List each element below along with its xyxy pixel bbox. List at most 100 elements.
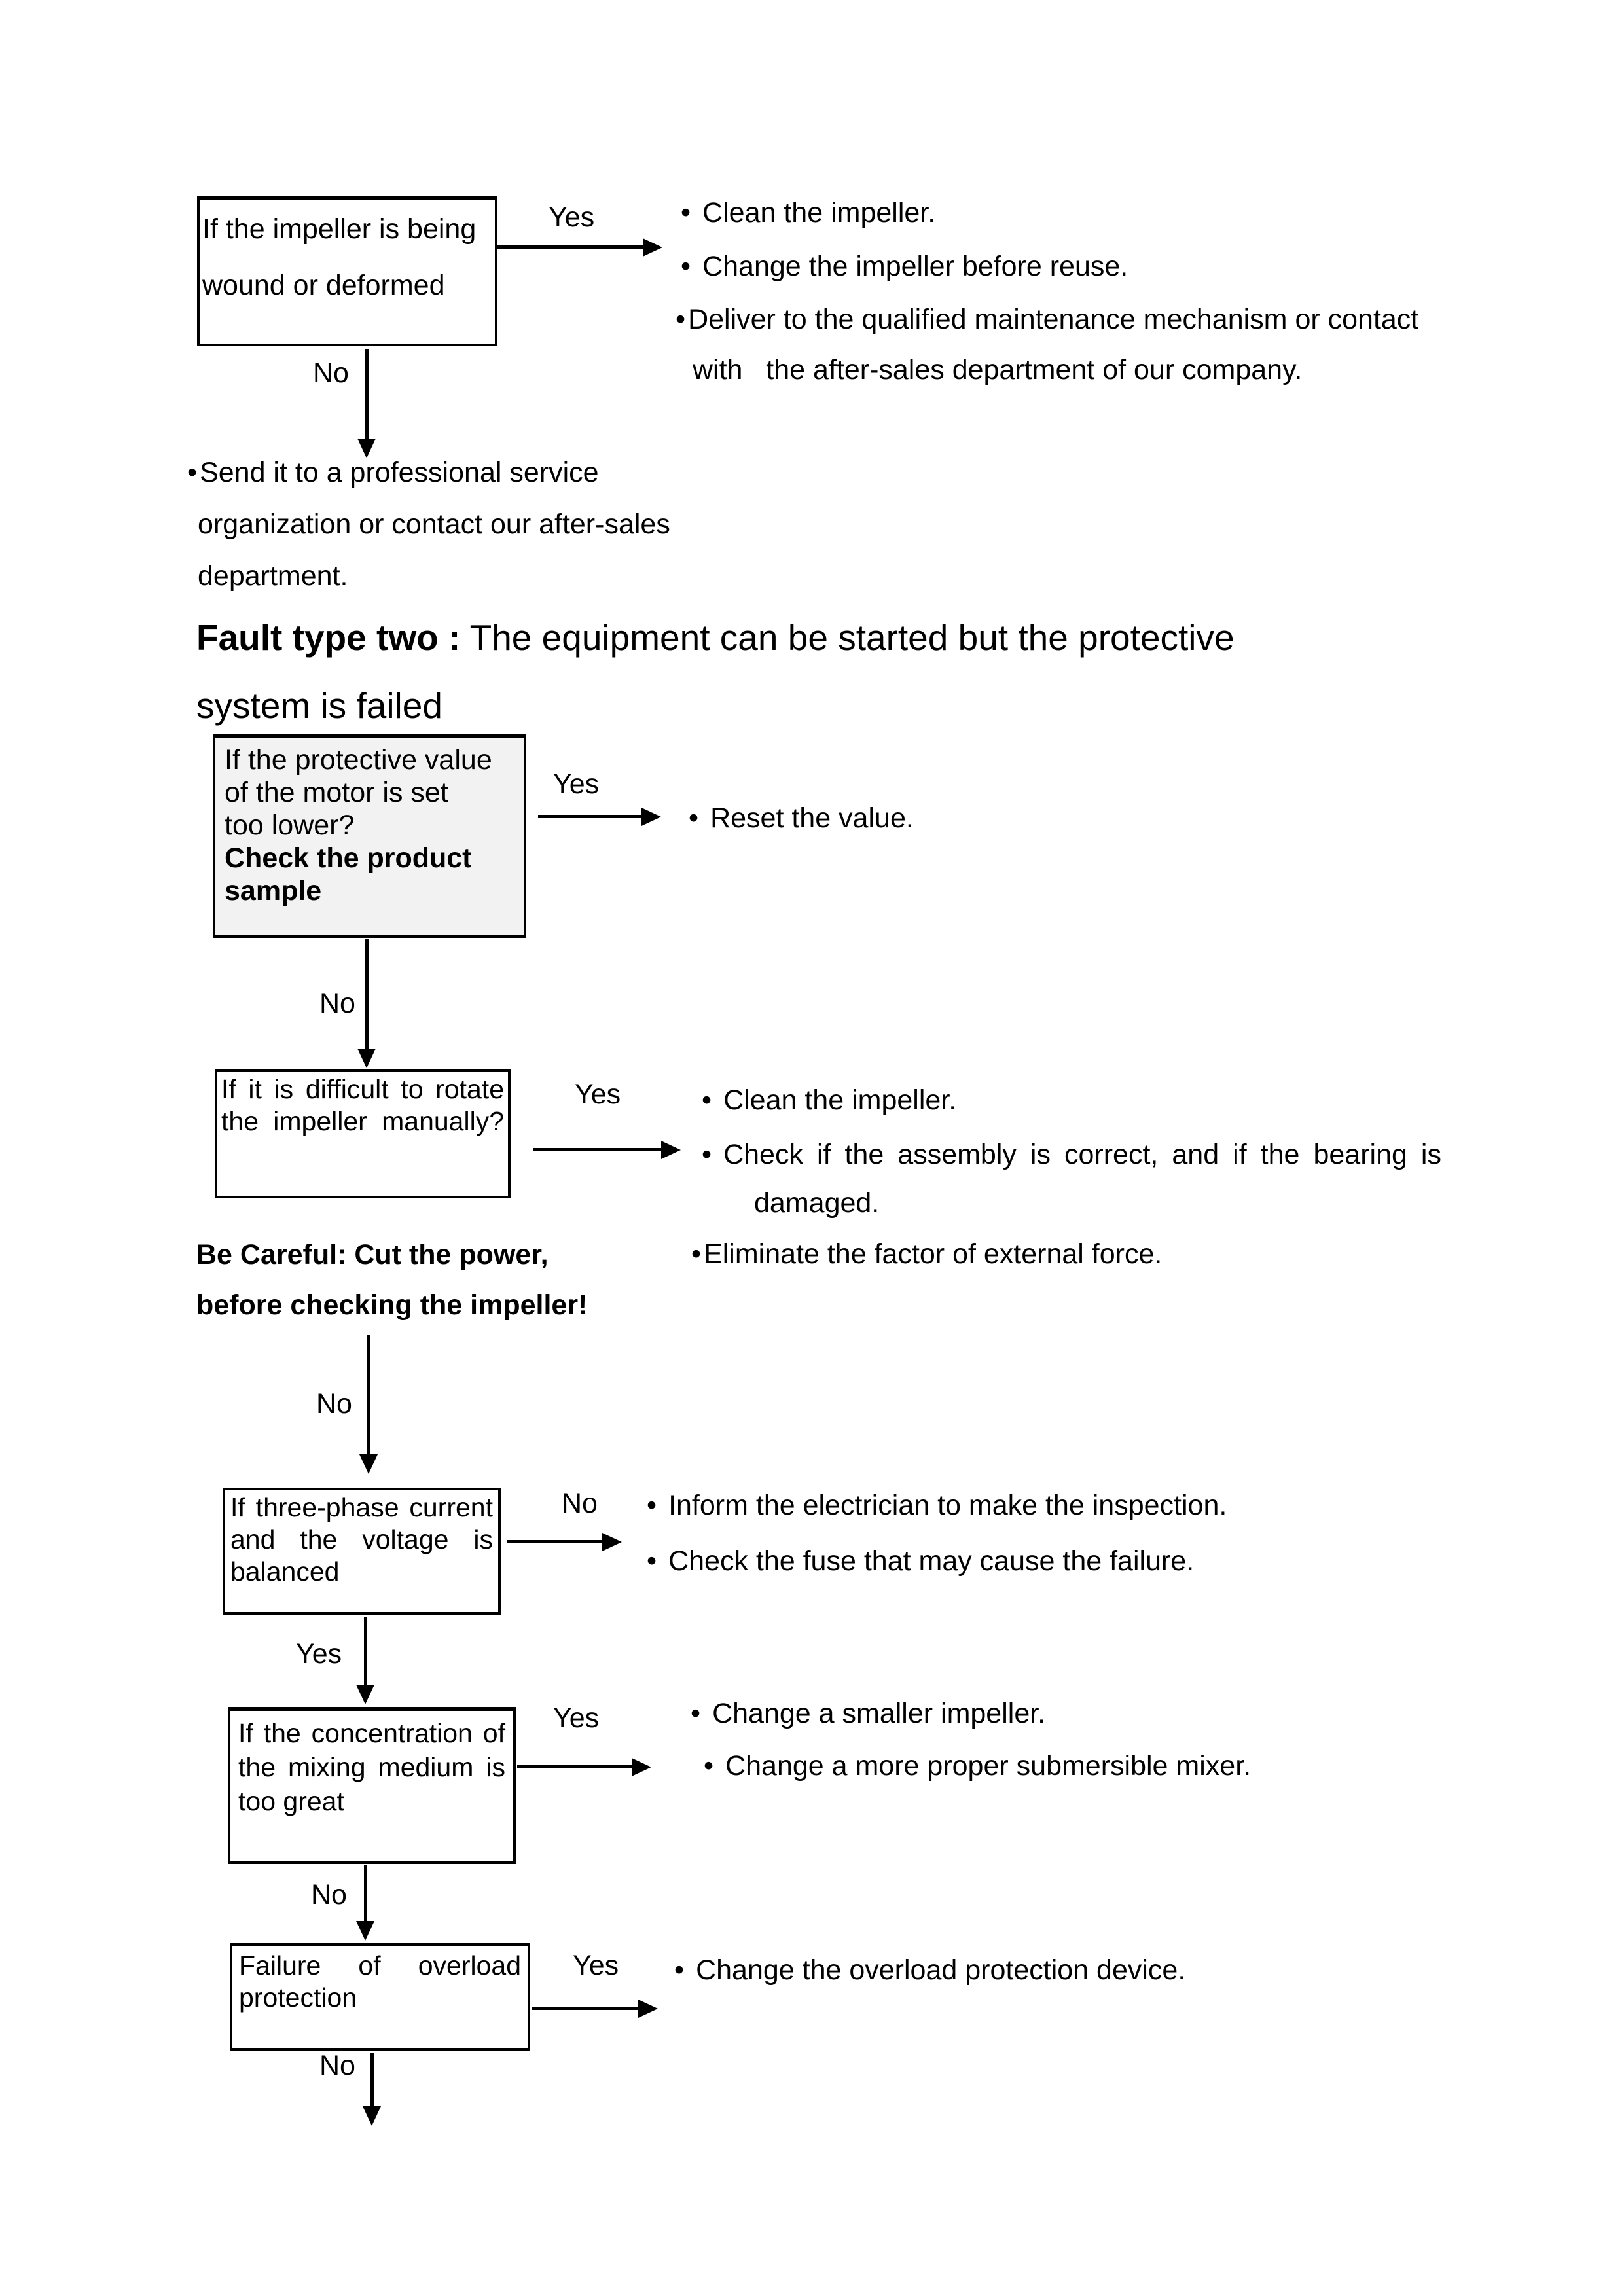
no-label: No <box>311 1879 347 1910</box>
yes-label: Yes <box>553 768 600 800</box>
warning-line: Be Careful: Cut the power, <box>196 1239 549 1270</box>
arrow-down-icon <box>363 2106 381 2126</box>
bullet-icon: • <box>676 304 686 335</box>
result-text: Deliver to the qualified maintenance mec… <box>688 304 1419 335</box>
result-item: • Change the impeller before reuse. <box>681 251 1128 282</box>
arrow-down-icon <box>356 1921 374 1941</box>
arrow-right-line <box>533 1148 661 1151</box>
bullet-icon: • <box>691 1238 702 1270</box>
result-item-continuation: damaged. <box>754 1187 879 1219</box>
result-item: • Inform the electrician to make the insp… <box>647 1490 1227 1521</box>
decision-box-rotate-impeller: If it is difficult to rotate the impelle… <box>215 1069 511 1198</box>
result-text: Reset the value. <box>710 802 914 834</box>
decision-box-overload-protection: Failure of overload protection <box>230 1943 530 2051</box>
box-line: If the impeller is being <box>202 213 477 245</box>
box-line: If three-phase current <box>230 1492 493 1522</box>
no-label: No <box>562 1488 598 1519</box>
yes-label: Yes <box>553 1702 600 1734</box>
bullet-icon: • <box>681 197 691 228</box>
box-line: balanced <box>230 1556 340 1587</box>
box-line: of the motor is set <box>225 777 448 808</box>
result-text: Change the impeller before reuse. <box>702 251 1128 282</box>
section-heading-line2: system is failed <box>196 685 442 726</box>
result-item: •Deliver to the qualified maintenance me… <box>676 304 1418 335</box>
result-text: Change a smaller impeller. <box>712 1698 1046 1729</box>
bullet-icon: • <box>647 1490 657 1521</box>
box-line: Failure of overload <box>239 1950 521 1981</box>
bullet-icon: • <box>702 1085 712 1116</box>
bullet-icon: • <box>647 1545 657 1577</box>
no-label: No <box>319 988 355 1019</box>
result-text: organization or contact our after-sales <box>198 509 670 540</box>
result-text: Clean the impeller. <box>702 197 936 228</box>
arrow-down-line <box>364 1865 367 1921</box>
bullet-icon: • <box>704 1750 714 1782</box>
result-item-continuation: with the after-sales department of our c… <box>693 354 1302 386</box>
box-line-bold: sample <box>225 875 322 906</box>
arrow-down-icon <box>359 1454 378 1474</box>
section-heading-bold: Fault type two : <box>196 617 461 658</box>
result-text: Check the fuse that may cause the failur… <box>668 1545 1195 1577</box>
arrow-down-line <box>370 2053 374 2106</box>
arrow-right-icon <box>638 2000 658 2018</box>
bullet-icon: • <box>691 1698 701 1729</box>
box-line: wound or deformed <box>202 270 445 301</box>
bullet-icon: • <box>689 802 699 834</box>
yes-label: Yes <box>573 1950 619 1981</box>
no-label: No <box>319 2050 355 2081</box>
yes-label: Yes <box>296 1638 342 1670</box>
result-item: •Change the overload protection device. <box>674 1954 1185 1986</box>
arrow-down-icon <box>357 439 376 458</box>
warning-line: before checking the impeller! <box>196 1289 588 1321</box>
arrow-right-icon <box>643 238 662 257</box>
box-line: too lower? <box>225 810 355 841</box>
result-item: • Reset the value. <box>689 802 914 834</box>
result-text: with the after-sales department of our c… <box>693 354 1303 386</box>
box-line: If it is difficult to rotate <box>221 1074 504 1104</box>
box-line: If the protective value <box>225 744 492 776</box>
decision-box-protective-value: If the protective value of the motor is … <box>213 734 526 938</box>
box-line: the impeller manually? <box>221 1106 504 1136</box>
decision-box-impeller-wound: If the impeller is being wound or deform… <box>197 196 497 346</box>
arrow-down-icon <box>357 1049 376 1068</box>
arrow-right-line <box>507 1540 602 1543</box>
box-line: protection <box>239 1982 357 2013</box>
decision-box-three-phase: If three-phase current and the voltage i… <box>223 1488 501 1615</box>
result-text: Inform the electrician to make the inspe… <box>668 1490 1227 1521</box>
result-text: Check if the assembly is correct, and if… <box>723 1139 1441 1170</box>
result-item: • Check if the assembly is correct, and i… <box>702 1139 1441 1170</box>
result-text: department. <box>198 560 348 592</box>
box-line: too great <box>238 1786 344 1816</box>
arrow-right-icon <box>602 1533 622 1551</box>
no-label: No <box>313 357 349 389</box>
result-item: • Check the fuse that may cause the failu… <box>647 1545 1194 1577</box>
decision-box-concentration: If the concentration of the mixing mediu… <box>228 1707 516 1864</box>
arrow-down-icon <box>356 1685 374 1704</box>
bullet-icon: • <box>674 1954 685 1986</box>
section-heading-regular: The equipment can be started but the pro… <box>460 617 1235 658</box>
box-line: the mixing medium is <box>238 1752 505 1782</box>
arrow-down-line <box>367 1335 370 1454</box>
arrow-right-line <box>517 1765 632 1768</box>
arrow-right-icon <box>661 1141 681 1159</box>
result-item: • Change a more proper submersible mixer. <box>704 1750 1251 1782</box>
result-text: Send it to a professional service <box>200 457 599 488</box>
section-heading: Fault type two : The equipment can be st… <box>196 603 1460 740</box>
bullet-icon: • <box>702 1139 712 1170</box>
no-label: No <box>316 1388 352 1420</box>
result-text: Eliminate the factor of external force. <box>704 1238 1163 1270</box>
arrow-right-line <box>532 2007 638 2010</box>
result-item: • Clean the impeller. <box>702 1085 956 1116</box>
result-text: Change a more proper submersible mixer. <box>725 1750 1252 1782</box>
bullet-icon: • <box>681 251 691 282</box>
result-item: • Change a smaller impeller. <box>691 1698 1045 1729</box>
result-text: Clean the impeller. <box>723 1085 957 1116</box>
bullet-icon: • <box>187 457 198 488</box>
arrow-right-line <box>538 815 641 818</box>
arrow-right-icon <box>641 808 661 826</box>
result-text: damaged. <box>754 1187 880 1219</box>
arrow-right-icon <box>632 1758 651 1776</box>
result-item: •Eliminate the factor of external force. <box>691 1238 1162 1270</box>
result-item: • Clean the impeller. <box>681 197 935 228</box>
